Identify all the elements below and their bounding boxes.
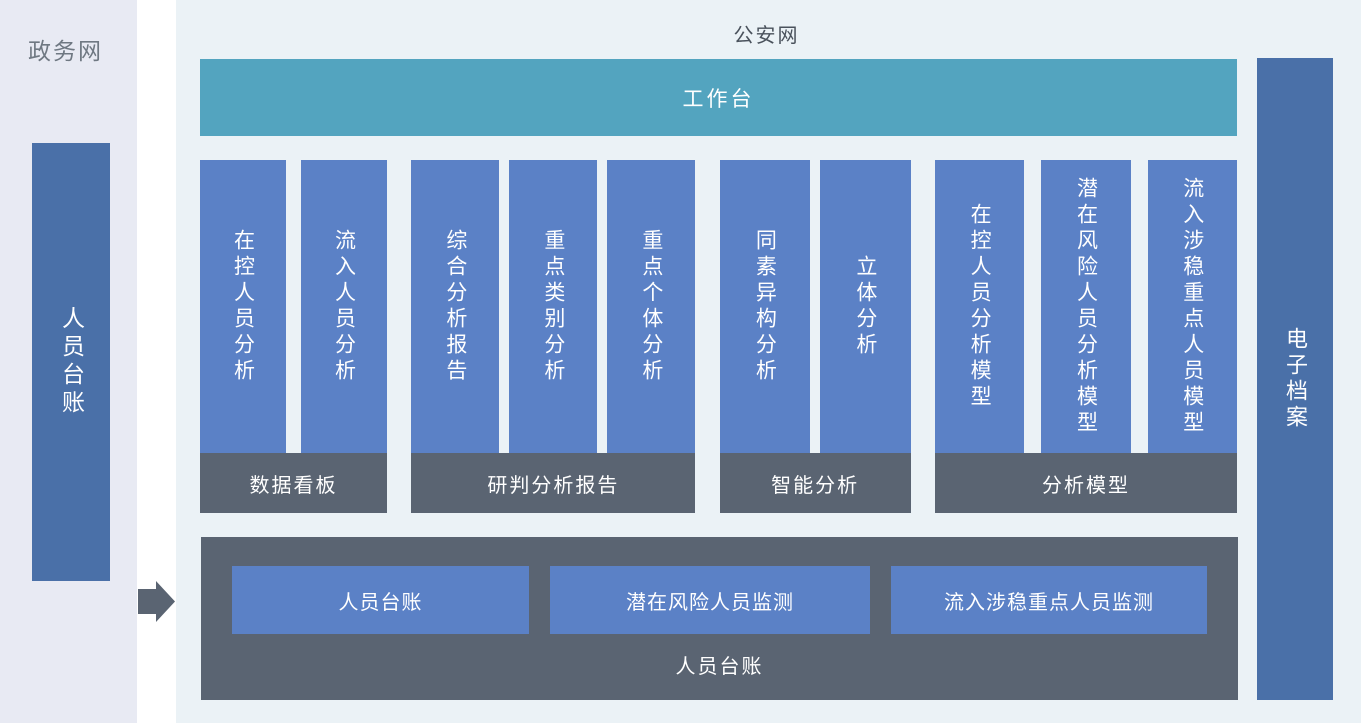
module-bar: 流入涉稳重点人员模型 — [1147, 160, 1237, 453]
module-bar-label: 同素异构分析 — [753, 228, 777, 385]
police-network-label: 公安网 — [733, 25, 800, 47]
workbench-bar-label: 工作台 — [682, 87, 755, 111]
module-bar: 立体分析 — [820, 160, 911, 453]
group-analysis-report-bars: 综合分析报告 重点类别分析 重点个体分析 — [411, 160, 696, 453]
inflow-key-person-monitoring-button: 流入涉稳重点人员监测 — [891, 566, 1207, 634]
personnel-ledger-box-label: 人员台账 — [675, 656, 764, 678]
personnel-ledger-box: 人员台账 潜在风险人员监测 流入涉稳重点人员监测 人员台账 — [201, 537, 1238, 700]
electronic-archive-bar-label: 电子档案 — [1283, 327, 1308, 431]
group-footer: 智能分析 — [719, 453, 911, 513]
gov-network-panel: 政务网 人员台账 — [0, 0, 137, 723]
workbench-bar: 工作台 — [200, 59, 1237, 136]
module-bar-label: 重点个体分析 — [639, 228, 663, 385]
module-bar: 综合分析报告 — [411, 160, 500, 453]
electronic-archive-bar: 电子档案 — [1257, 58, 1333, 700]
personnel-ledger-side-bar-label: 人员台账 — [58, 306, 85, 418]
module-bar-label: 流入涉稳重点人员模型 — [1180, 176, 1204, 437]
group-footer: 研判分析报告 — [411, 453, 696, 513]
personnel-ledger-button: 人员台账 — [232, 566, 529, 634]
group-footer: 分析模型 — [934, 453, 1237, 513]
gov-network-label: 政务网 — [28, 38, 103, 64]
module-bar-label: 立体分析 — [853, 254, 877, 359]
module-bar-label: 综合分析报告 — [443, 228, 467, 385]
group-data-dashboard-bars: 在控人员分析 流入人员分析 — [200, 160, 387, 453]
group-analysis-models-bars: 在控人员分析模型 潜在风险人员分析模型 流入涉稳重点人员模型 — [934, 160, 1237, 453]
group-data-dashboard: 在控人员分析 流入人员分析 数据看板 — [200, 160, 387, 513]
module-bar: 潜在风险人员分析模型 — [1041, 160, 1131, 453]
module-bar: 同素异构分析 — [719, 160, 811, 453]
module-groups: 在控人员分析 流入人员分析 数据看板 综合分析报告 重点类别分析 — [200, 160, 1237, 513]
group-analysis-report: 综合分析报告 重点类别分析 重点个体分析 研判分析报告 — [411, 160, 696, 513]
police-network-panel: 公安网 工作台 在控人员分析 流入人员分析 数据看板 综 — [176, 0, 1361, 723]
module-bar-label: 在控人员分析 — [231, 228, 255, 385]
right-arrow-icon — [138, 581, 175, 622]
module-bar: 流入人员分析 — [301, 160, 387, 453]
module-bar: 重点类别分析 — [509, 160, 598, 453]
module-bar-label: 流入人员分析 — [332, 228, 356, 385]
module-bar-label: 潜在风险人员分析模型 — [1074, 176, 1098, 437]
group-footer: 数据看板 — [200, 453, 387, 513]
module-bar-label: 在控人员分析模型 — [968, 202, 992, 411]
module-bar-label: 重点类别分析 — [541, 228, 565, 385]
potential-risk-monitoring-button: 潜在风险人员监测 — [550, 566, 870, 634]
personnel-ledger-buttons: 人员台账 潜在风险人员监测 流入涉稳重点人员监测 — [201, 566, 1238, 634]
group-analysis-models: 在控人员分析模型 潜在风险人员分析模型 流入涉稳重点人员模型 分析模型 — [934, 160, 1237, 513]
group-intelligent-analysis-bars: 同素异构分析 立体分析 — [719, 160, 911, 453]
module-bar: 重点个体分析 — [607, 160, 696, 453]
module-bar: 在控人员分析模型 — [934, 160, 1025, 453]
module-bar: 在控人员分析 — [200, 160, 286, 453]
personnel-ledger-side-bar: 人员台账 — [32, 143, 110, 581]
group-intelligent-analysis: 同素异构分析 立体分析 智能分析 — [719, 160, 911, 513]
